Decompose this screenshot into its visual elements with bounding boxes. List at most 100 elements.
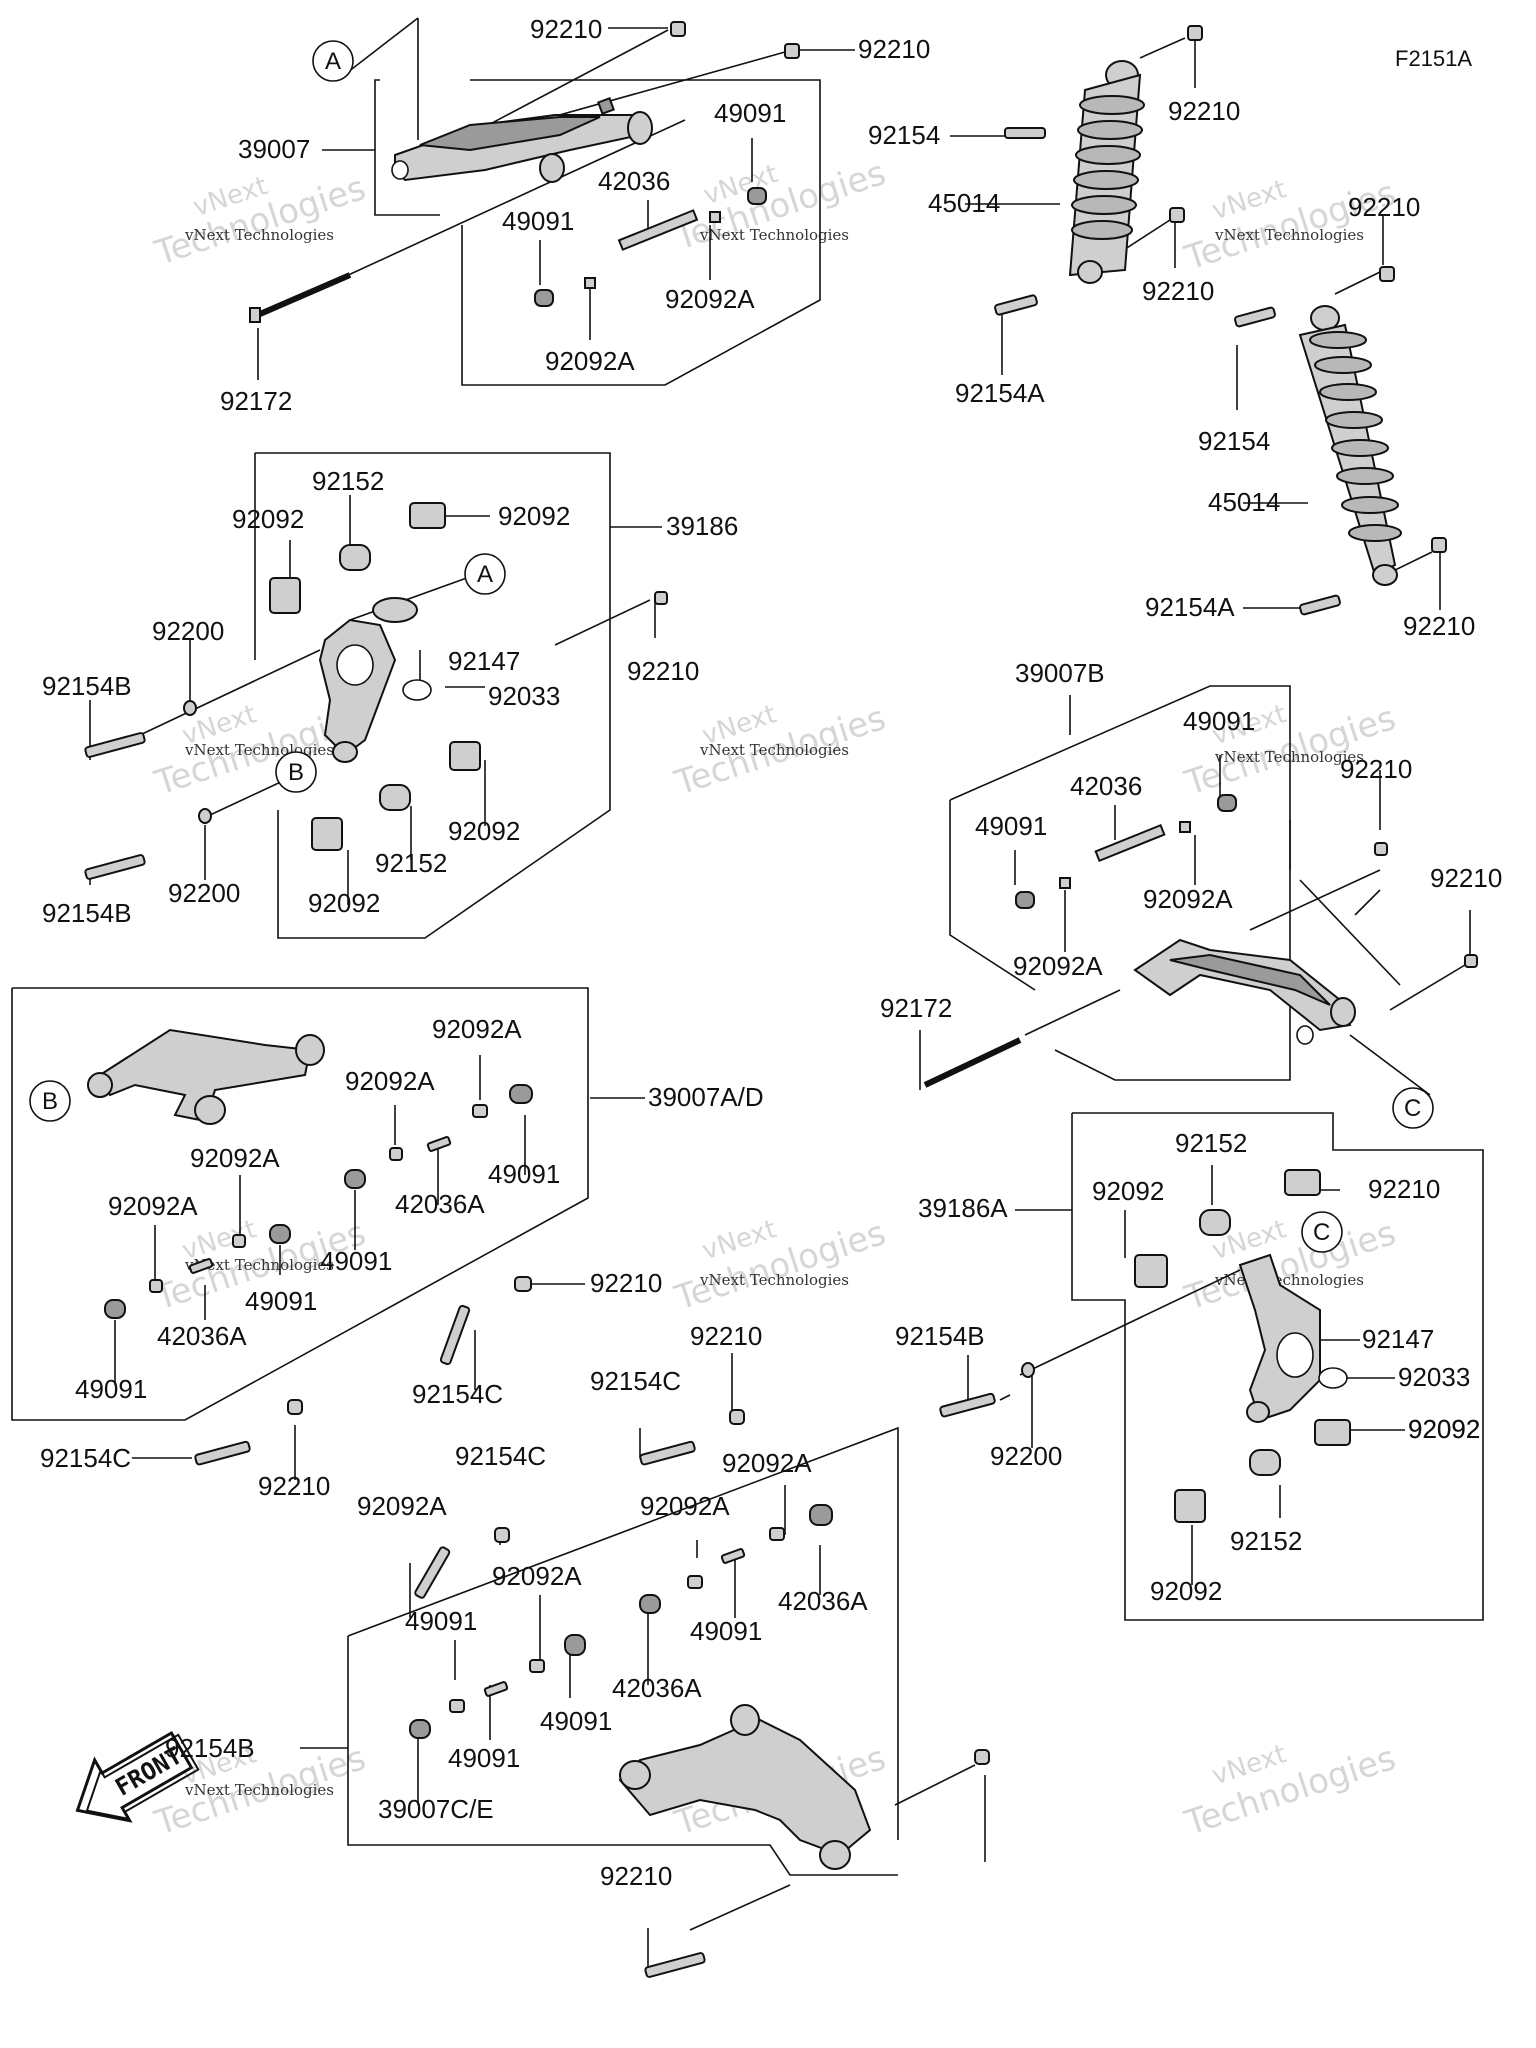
- part-label: 92152: [375, 848, 447, 878]
- part-label: 92210: [1368, 1174, 1440, 1204]
- part-label: 92154C: [590, 1366, 681, 1396]
- part-label: 92033: [1398, 1362, 1470, 1392]
- part-label: 39007C/E: [378, 1794, 494, 1824]
- part-label: 92154: [868, 120, 940, 150]
- part-label: 92210: [1168, 96, 1240, 126]
- knuckle-92147: [318, 597, 418, 763]
- part-label: 42036: [1070, 771, 1142, 801]
- part-label: 92092: [498, 501, 570, 531]
- part-label: 92092: [1408, 1414, 1480, 1444]
- part-label: 92092A: [1013, 951, 1103, 981]
- part-label: 49091: [488, 1159, 560, 1189]
- watermark-text: vNext Technologies: [699, 226, 849, 244]
- lower-arm-39007C: [618, 1704, 872, 1870]
- watermark-text: vNext Technologies: [1214, 226, 1364, 244]
- shock-absorber-45014-b: [1298, 305, 1402, 586]
- part-label: 92092A: [432, 1014, 522, 1044]
- part-label: 92200: [152, 616, 224, 646]
- part-label: 92210: [1142, 276, 1214, 306]
- watermark-text: vNext Technologies: [1214, 1271, 1364, 1289]
- watermark: Technologies vNext: [669, 698, 890, 804]
- part-label: 92092: [1150, 1576, 1222, 1606]
- part-label: 92092A: [640, 1491, 730, 1521]
- part-label: 49091: [1183, 706, 1255, 736]
- part-label: 92154B: [42, 671, 132, 701]
- callouts: A A B B C C: [29, 40, 1434, 1253]
- part-label: 92092: [448, 816, 520, 846]
- leader-lines: [89, 17, 1471, 1975]
- callout-A: A: [325, 48, 341, 75]
- watermark-text: vNext Technologies: [184, 1256, 334, 1274]
- parts-layer: [84, 21, 1478, 1978]
- watermark-text: vNext Technologies: [184, 226, 334, 244]
- part-label: 92200: [990, 1441, 1062, 1471]
- part-label: 92210: [858, 34, 930, 64]
- part-labels: 92210 92210 39007 49091 42036 49091 9209…: [40, 14, 1502, 1891]
- callout-C: C: [1313, 1219, 1330, 1246]
- part-label: 49091: [320, 1246, 392, 1276]
- part-label: 49091: [448, 1743, 520, 1773]
- part-label: 92092A: [545, 346, 635, 376]
- part-label: 92092: [1408, 1414, 1480, 1444]
- part-label: 92210: [1403, 611, 1475, 641]
- part-label: 39186A: [918, 1193, 1008, 1223]
- part-label: 92092A: [190, 1143, 280, 1173]
- part-label: 92154C: [40, 1443, 131, 1473]
- part-label: 49091: [75, 1374, 147, 1404]
- part-label: 92154C: [412, 1379, 503, 1409]
- part-label: 92172: [220, 386, 292, 416]
- part-label: 42036A: [778, 1586, 868, 1616]
- part-label: 92092A: [665, 284, 755, 314]
- lower-arm-39007B: [1133, 938, 1356, 1045]
- part-label: 42036A: [612, 1673, 702, 1703]
- upper-arm-39007: [391, 111, 653, 183]
- part-label: 92092A: [108, 1191, 198, 1221]
- callout-C: C: [1404, 1095, 1421, 1122]
- watermark: Technologies vNext: [669, 1213, 890, 1319]
- lower-arm-39007A: [87, 1028, 325, 1125]
- assembly-frames: [11, 79, 1484, 1876]
- part-label: 92152: [1230, 1526, 1302, 1556]
- part-label: 92092: [308, 888, 380, 918]
- part-label: 42036A: [157, 1321, 247, 1351]
- svg-text:Technologies: Technologies: [669, 1213, 890, 1319]
- watermark-text: vNext Technologies: [184, 1781, 334, 1799]
- bolt-92172: [249, 272, 352, 323]
- part-label: 92154B: [42, 898, 132, 928]
- part-label: 39007B: [1015, 658, 1105, 688]
- callout-B: B: [288, 759, 304, 786]
- part-label: 92092A: [1143, 884, 1233, 914]
- part-label: 92147: [448, 646, 520, 676]
- part-label: 92092A: [722, 1448, 812, 1478]
- part-label: 92210: [530, 14, 602, 44]
- part-label: 92172: [880, 993, 952, 1023]
- part-label: 39186: [666, 511, 738, 541]
- watermark: Technologies vNext: [1179, 1738, 1400, 1844]
- part-label: 92210: [258, 1471, 330, 1501]
- part-label: 92210: [1430, 863, 1502, 893]
- part-label: 92152: [312, 466, 384, 496]
- watermark-text: vNext Technologies: [184, 741, 334, 759]
- part-label: 92033: [488, 681, 560, 711]
- part-label: 92092: [232, 504, 304, 534]
- part-label: 49091: [502, 206, 574, 236]
- part-label: 92092A: [357, 1491, 447, 1521]
- part-label: 92200: [168, 878, 240, 908]
- diagram-code: F2151A: [1395, 46, 1472, 71]
- part-label: 92154B: [165, 1733, 255, 1763]
- watermark-text: vNext Technologies: [1214, 748, 1364, 766]
- part-label: 92210: [590, 1268, 662, 1298]
- watermark-text: vNext Technologies: [699, 1271, 849, 1289]
- part-label: 92154B: [895, 1321, 985, 1351]
- part-label: 92092A: [345, 1066, 435, 1096]
- part-label: 49091: [405, 1606, 477, 1636]
- part-label: 42036A: [395, 1189, 485, 1219]
- part-label: 49091: [540, 1706, 612, 1736]
- part-label: 92154: [1198, 426, 1270, 456]
- svg-text:Technologies: Technologies: [1179, 1738, 1400, 1844]
- callout-A: A: [477, 561, 493, 588]
- part-label: 92154A: [1145, 592, 1235, 622]
- part-label: 49091: [975, 811, 1047, 841]
- part-label: 92210: [1340, 754, 1412, 784]
